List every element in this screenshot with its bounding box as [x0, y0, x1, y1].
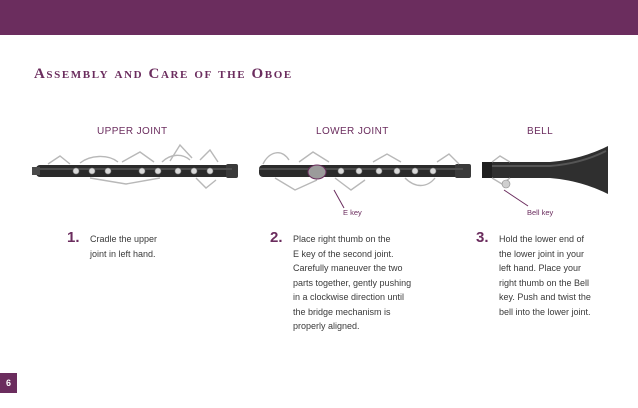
upper-joint-label: UPPER JOINT — [97, 126, 168, 137]
header-band — [0, 0, 638, 35]
step-text: Cradle the upper joint in left hand. — [90, 234, 158, 259]
e-key-callout: E key — [343, 208, 362, 217]
step-number: 2. — [270, 229, 283, 246]
bell-image — [482, 146, 608, 194]
page-title: Assembly and Care of the Oboe — [34, 66, 293, 82]
bell-key-callout: Bell key — [527, 208, 554, 217]
upper-joint-image — [32, 143, 238, 189]
lower-joint-image — [259, 151, 471, 191]
step-text: Hold the lower end of the lower joint in… — [499, 234, 591, 317]
bell-label: BELL — [527, 126, 554, 137]
step-text: Place right thumb on the E key of the se… — [293, 234, 412, 331]
lower-joint-label: LOWER JOINT — [316, 126, 389, 137]
step-number: 1. — [67, 229, 80, 246]
bell-key-pointer — [503, 189, 529, 207]
step-number: 3. — [476, 229, 489, 246]
page-number: 6 — [0, 373, 17, 393]
e-key-pointer — [333, 189, 345, 209]
